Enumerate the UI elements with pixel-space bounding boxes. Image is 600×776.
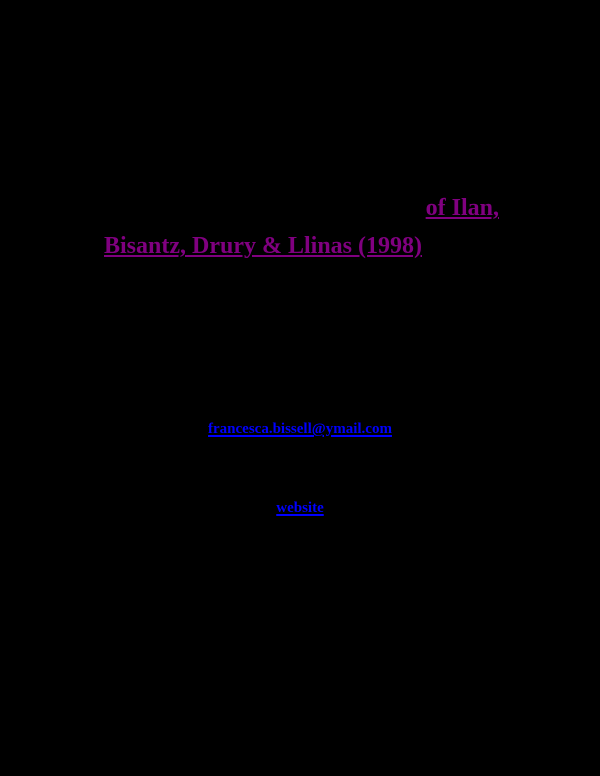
title-line-1: of Ilan, (104, 196, 499, 220)
citation-link-part-2[interactable]: Bisantz, Drury & Llinas (1998) (104, 233, 422, 259)
website-link[interactable]: website (276, 500, 324, 516)
email-link[interactable]: francesca.bissell@ymail.com (208, 421, 392, 437)
website-line: website (0, 501, 600, 516)
title-line-2: Bisantz, Drury & Llinas (1998) (104, 234, 422, 258)
citation-link-part-1[interactable]: of Ilan, (425, 195, 499, 221)
email-line: francesca.bissell@ymail.com (0, 422, 600, 437)
